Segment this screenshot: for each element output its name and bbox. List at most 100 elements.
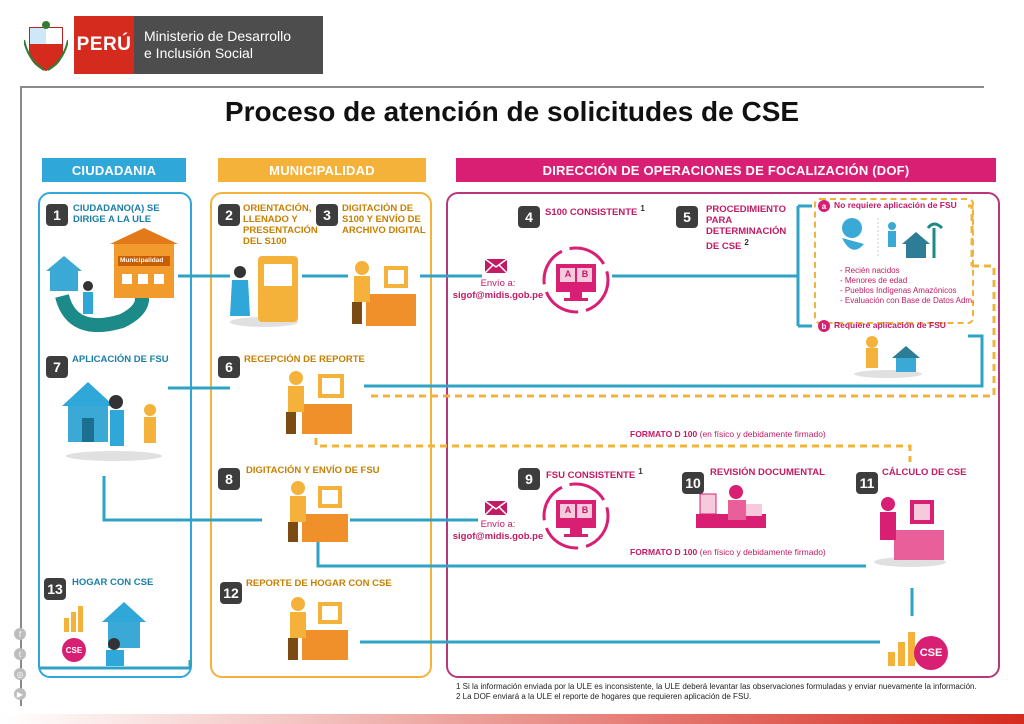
footnotes: 1 Si la información enviada por la ULE e… [456,682,977,702]
formato-d100-note-2: FORMATO D 100 (en físico y debidamente f… [630,547,826,557]
fsu-digitizing-illustration [284,478,350,544]
step-2-label: ORIENTACIÓN, LLENADO Y PRESENTACIÓN DEL … [243,203,318,247]
column-header-municipalidad: MUNICIPALIDAD [218,158,426,182]
step-4-footnote-ref: 1 [640,204,645,213]
cse-badge-large: CSE [914,636,948,670]
page-title: Proceso de atención de solicitudes de CS… [224,96,800,127]
step-3-badge: 3 [316,204,338,226]
formato-name: FORMATO D 100 [630,429,698,439]
ministry-name: Ministerio de Desarrollo e Inclusión Soc… [134,16,323,74]
step-6-badge: 6 [218,356,240,378]
step-9-badge: 9 [518,468,540,490]
consistency-monitor-icon [540,480,612,552]
step-6-label: RECEPCIÓN DE REPORTE [244,354,365,365]
bullet-item: - Pueblos Indígenas Amazónicos [840,286,957,295]
screen-a-label: A [564,269,572,279]
step-9-footnote-ref: 1 [638,467,643,476]
consistency-monitor-icon [540,244,612,316]
step-4-badge: 4 [518,206,540,228]
orientation-illustration [226,250,302,328]
citizen-to-ule-illustration [42,226,182,336]
step-5-badge: 5 [676,206,698,228]
cse-bars-icon [888,630,918,666]
peru-brand-label: PERÚ [74,16,134,74]
envio-label: Envío a: [480,278,516,289]
peru-coat-of-arms-logo [23,20,69,72]
envio-block-2: Envío a: sigof@midis.gob.pe [448,519,548,543]
panel-ciudadania [38,192,192,678]
step-2-badge: 2 [218,204,240,226]
bullet-item: - Menores de edad [840,276,908,285]
step-3-label: DIGITACIÓN DE S100 Y ENVÍO DE ARCHIVO DI… [342,203,426,236]
step-1-label: CIUDADANO(A) SE DIRIGE A LA ULE [73,203,160,225]
option-a-box [814,198,974,324]
footnote-1: 1 Si la información enviada por la ULE e… [456,682,977,691]
families-illustration [836,214,946,260]
youtube-icon[interactable]: ▶ [14,688,26,700]
left-divider [20,86,22,706]
bullet-item: - Evaluación con Base de Datos Adm. [840,296,975,305]
report-reception-illustration [282,366,354,436]
envio-label: Envío a: [480,519,516,530]
municipalidad-sign: Municipalidad [120,257,164,264]
step-8-badge: 8 [218,468,240,490]
instagram-icon[interactable]: ◎ [14,668,26,680]
mail-icon [484,258,508,274]
household-with-cse-illustration [62,598,152,670]
panel-municipalidad [210,192,432,678]
screen-b-label: B [581,505,589,515]
ministry-line-2: e Inclusión Social [144,45,253,61]
column-header-ciudadania: CIUDADANIA [42,158,186,182]
step-11-label: CÁLCULO DE CSE [882,467,967,478]
step-10-label: REVISIÓN DOCUMENTAL [710,467,825,478]
mail-icon [484,500,508,516]
fsu-visit-illustration [852,334,926,378]
household-report-illustration [284,594,350,662]
step-10-badge: 10 [682,472,704,494]
step-7-badge: 7 [46,356,68,378]
step-11-badge: 11 [856,472,878,494]
step-13-label: HOGAR CON CSE [72,577,154,588]
envio-block-1: Envío a: sigof@midis.gob.pe [448,278,548,302]
footnote-2: 2 La DOF enviará a la ULE el reporte de … [456,692,752,701]
twitter-icon[interactable]: t [14,648,26,660]
formato-name: FORMATO D 100 [630,547,698,557]
envio-email: sigof@midis.gob.pe [452,531,544,542]
bottom-brand-bar [0,714,1024,724]
bullet-item: - Recién nacidos [840,266,900,275]
screen-a-label: A [564,505,572,515]
formato-d100-note-1: FORMATO D 100 (en físico y debidamente f… [630,429,826,439]
step-5-footnote-ref: 2 [744,238,749,247]
cse-badge-small: CSE [62,638,86,662]
envio-email: sigof@midis.gob.pe [452,290,544,301]
option-a-bullets: - Recién nacidos - Menores de edad - Pue… [840,266,980,306]
option-b-letter: b [818,320,830,332]
step-8-label: DIGITACIÓN Y ENVÍO DE FSU [246,465,380,476]
option-a-letter: a [818,200,830,212]
option-b-label: Requiere aplicación de FSU [834,320,946,330]
ministry-line-1: Ministerio de Desarrollo [144,28,292,44]
formato-detail: (en físico y debidamente firmado) [699,429,826,439]
digitizing-clerk-illustration [346,254,418,328]
facebook-icon[interactable]: f [14,628,26,640]
column-header-dof: DIRECCIÓN DE OPERACIONES DE FOCALIZACIÓN… [456,158,996,182]
step-1-badge: 1 [46,204,68,226]
step-9-text: FSU CONSISTENTE [546,470,636,482]
step-7-label: APLICACIÓN DE FSU [72,354,169,365]
header-divider [20,86,984,88]
document-review-illustration [696,484,768,544]
option-a-label: No requiere aplicación de FSU [834,200,957,210]
step-5-text: PROCEDIMIENTO PARA DETERMINACIÓN DE CSE [706,204,787,253]
cse-calculation-illustration [872,494,948,568]
panel-dof [446,192,1000,678]
step-12-badge: 12 [220,582,242,604]
formato-detail: (en físico y debidamente firmado) [699,547,826,557]
screen-b-label: B [581,269,589,279]
step-13-badge: 13 [44,578,66,600]
step-12-label: REPORTE DE HOGAR CON CSE [246,578,392,589]
fsu-application-illustration [62,372,166,462]
